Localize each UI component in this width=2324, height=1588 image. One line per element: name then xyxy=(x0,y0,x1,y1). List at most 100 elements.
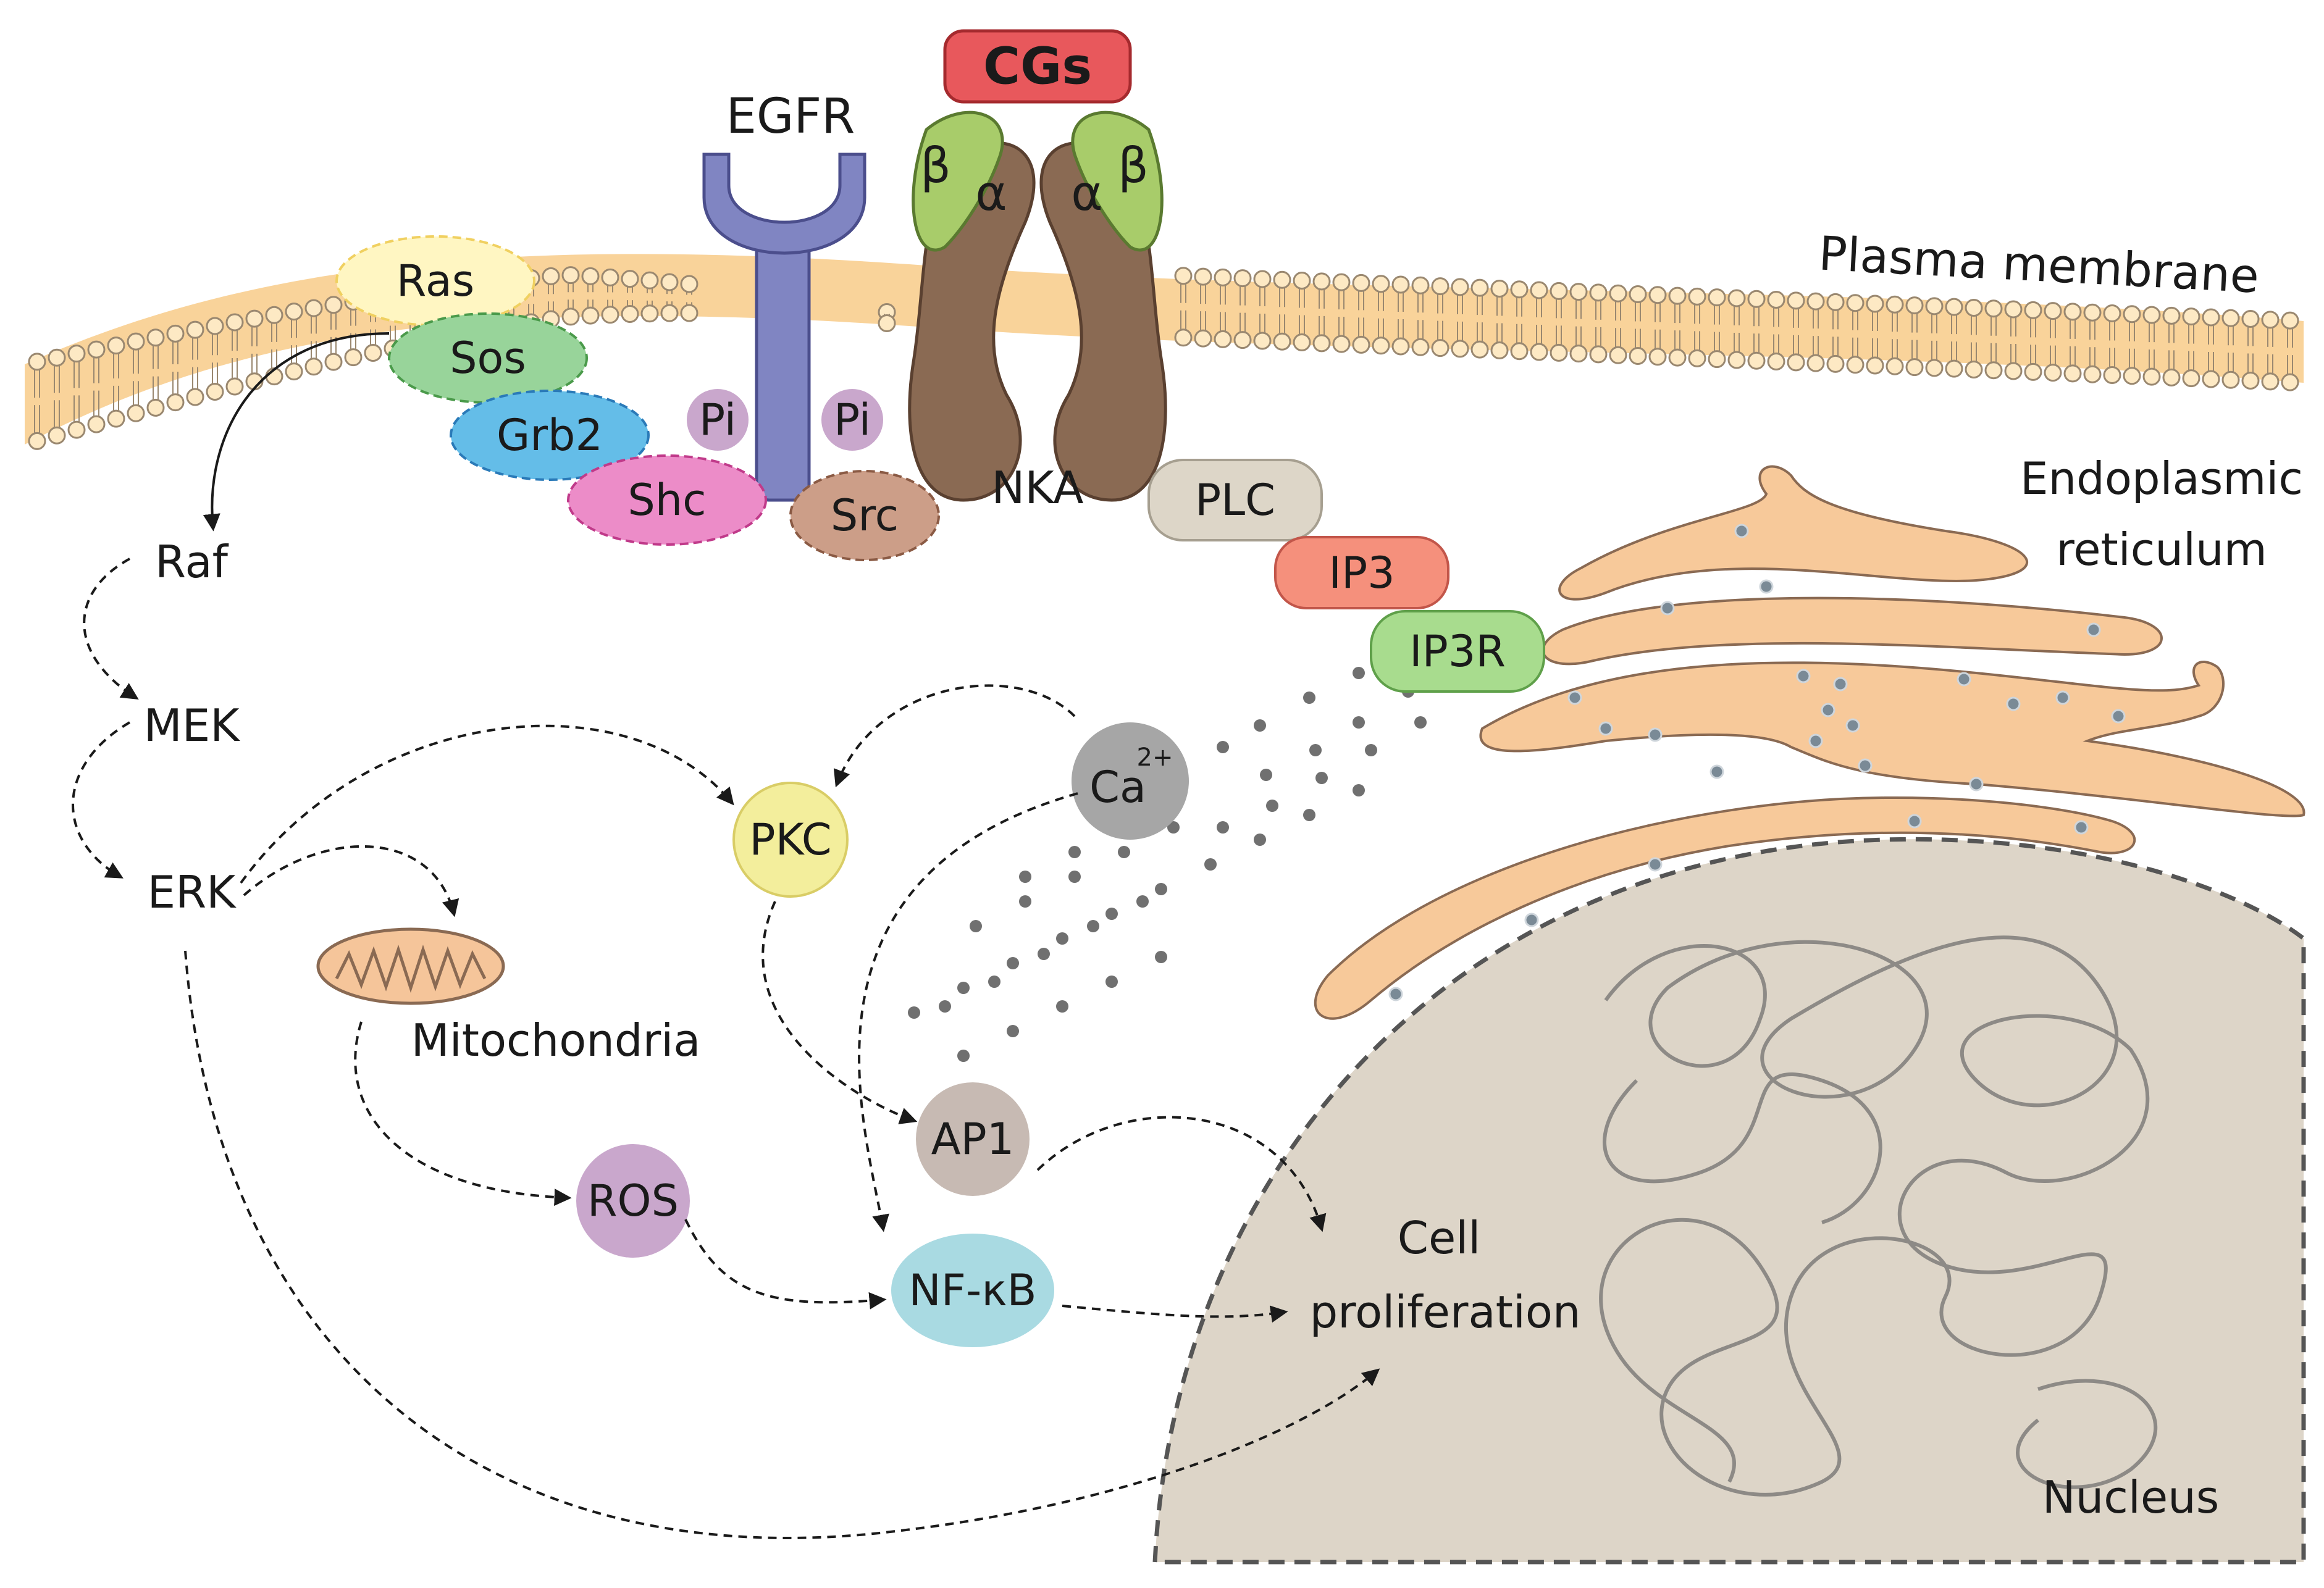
lipid-head xyxy=(245,309,264,328)
lipid-tail xyxy=(133,349,139,406)
lipid-head xyxy=(2044,302,2062,320)
egfr-label: EGFR xyxy=(726,89,855,144)
lipid-tail xyxy=(1635,302,1641,348)
lipid-tail xyxy=(311,316,317,359)
lipid-head xyxy=(1945,298,1963,316)
lipid-head xyxy=(1905,296,1924,315)
lipid-head xyxy=(285,303,303,321)
lipid-head xyxy=(28,353,46,371)
lipid-head xyxy=(1332,335,1351,353)
ca-label: Ca xyxy=(1089,762,1146,813)
lipid-tail xyxy=(2287,328,2293,375)
alpha-right-label: α xyxy=(1071,166,1102,222)
lipid-head xyxy=(1372,275,1390,293)
lipid-head xyxy=(2024,301,2042,319)
lipid-head xyxy=(1550,282,1568,300)
er-calcium-dot xyxy=(1808,733,1823,748)
lipid-head xyxy=(581,267,600,285)
lipid-head xyxy=(1806,354,1825,372)
er-calcium-dot xyxy=(2055,690,2070,705)
calcium-dot xyxy=(1155,883,1167,895)
lipid-head xyxy=(28,432,46,450)
lipid-head xyxy=(1886,295,1904,314)
lipid-head xyxy=(1747,351,1766,370)
lipid-tail xyxy=(330,312,337,354)
calcium-dot xyxy=(1056,1000,1068,1013)
lipid-head xyxy=(2024,362,2042,381)
shc-node: Shc xyxy=(567,454,767,546)
lipid-head xyxy=(1589,345,1608,364)
sos-label: Sos xyxy=(450,333,526,383)
lipid-head xyxy=(2182,307,2200,326)
lipid-tail xyxy=(1575,299,1582,346)
arrow-erk-to-mitochondria xyxy=(243,845,459,917)
lipid-head xyxy=(2162,306,2181,325)
lipid-head xyxy=(1925,297,1944,316)
lipid-head xyxy=(1984,361,2003,380)
lipid-head xyxy=(1530,281,1548,299)
lipid-tail xyxy=(627,286,633,306)
lipid-head xyxy=(67,420,86,439)
lipid-head xyxy=(364,343,382,362)
calcium-dot xyxy=(1007,1025,1019,1037)
lipid-tail xyxy=(291,319,297,364)
lipid-head xyxy=(1411,276,1430,295)
calcium-dot xyxy=(957,1050,970,1062)
arrows xyxy=(72,332,1380,1540)
lipid-head xyxy=(561,307,580,326)
mitochondria: Mitochondria xyxy=(316,927,700,1066)
lipid-tail xyxy=(1753,307,1760,353)
calcium-dot xyxy=(1056,932,1068,945)
lipid-tail xyxy=(1832,310,1839,356)
lipid-head xyxy=(542,267,560,285)
arrow-pkc-to-ap1 xyxy=(761,901,918,1124)
arrow-ros-to-nfkb xyxy=(684,1219,887,1310)
calcium-dot xyxy=(1260,769,1272,781)
lipid-tail xyxy=(2089,320,2095,367)
lipid-head xyxy=(601,306,619,324)
lipid-head xyxy=(1490,279,1509,298)
lipid-head xyxy=(2281,373,2299,391)
lipid-head xyxy=(2083,365,2102,383)
lipid-head xyxy=(680,275,698,293)
calcium-dot xyxy=(1068,871,1081,883)
er-calcium-dot xyxy=(1796,669,1811,683)
lipid-head xyxy=(640,304,659,323)
cell-proliferation-line1: Cell xyxy=(1398,1212,1481,1264)
lipid-tail xyxy=(1279,288,1285,334)
er-calcium-dot xyxy=(1524,913,1539,927)
lipid-tail xyxy=(2228,326,2234,372)
lipid-tail xyxy=(1872,311,1878,357)
lipid-head xyxy=(1629,346,1647,365)
ip3-node: IP3 xyxy=(1274,536,1449,609)
lipid-head xyxy=(2142,367,2161,386)
lipid-tail xyxy=(2247,327,2254,373)
lipid-head xyxy=(1806,292,1825,311)
lipid-head xyxy=(186,320,204,339)
er-calcium-dot xyxy=(1969,777,1984,792)
lipid-tail xyxy=(1259,286,1265,333)
lipid-tail xyxy=(1595,300,1601,346)
lipid-head xyxy=(1727,351,1746,369)
mitochondrion-outer xyxy=(316,927,505,1005)
calcium-dot xyxy=(1303,809,1315,821)
lipid-head xyxy=(1470,278,1489,297)
calcium-dot xyxy=(1087,920,1099,932)
egfr-stem xyxy=(755,233,811,502)
calcium-dot xyxy=(1353,667,1365,679)
lipid-head xyxy=(344,348,363,367)
lipid-head xyxy=(2063,303,2082,321)
nucleus-label: Nucleus xyxy=(2042,1471,2220,1523)
lipid-head xyxy=(1352,335,1370,354)
nucleus: Nucleus xyxy=(1152,837,2306,1565)
lipid-head xyxy=(166,324,185,343)
lipid-head xyxy=(2103,366,2121,384)
nucleus-body xyxy=(1152,837,2306,1565)
lipid-head xyxy=(2142,306,2161,324)
lipid-head xyxy=(225,313,244,332)
lipid-tail xyxy=(232,330,238,379)
lipid-head xyxy=(1451,278,1469,296)
lipid-head xyxy=(878,314,896,333)
lipid-tail xyxy=(2030,318,2036,364)
